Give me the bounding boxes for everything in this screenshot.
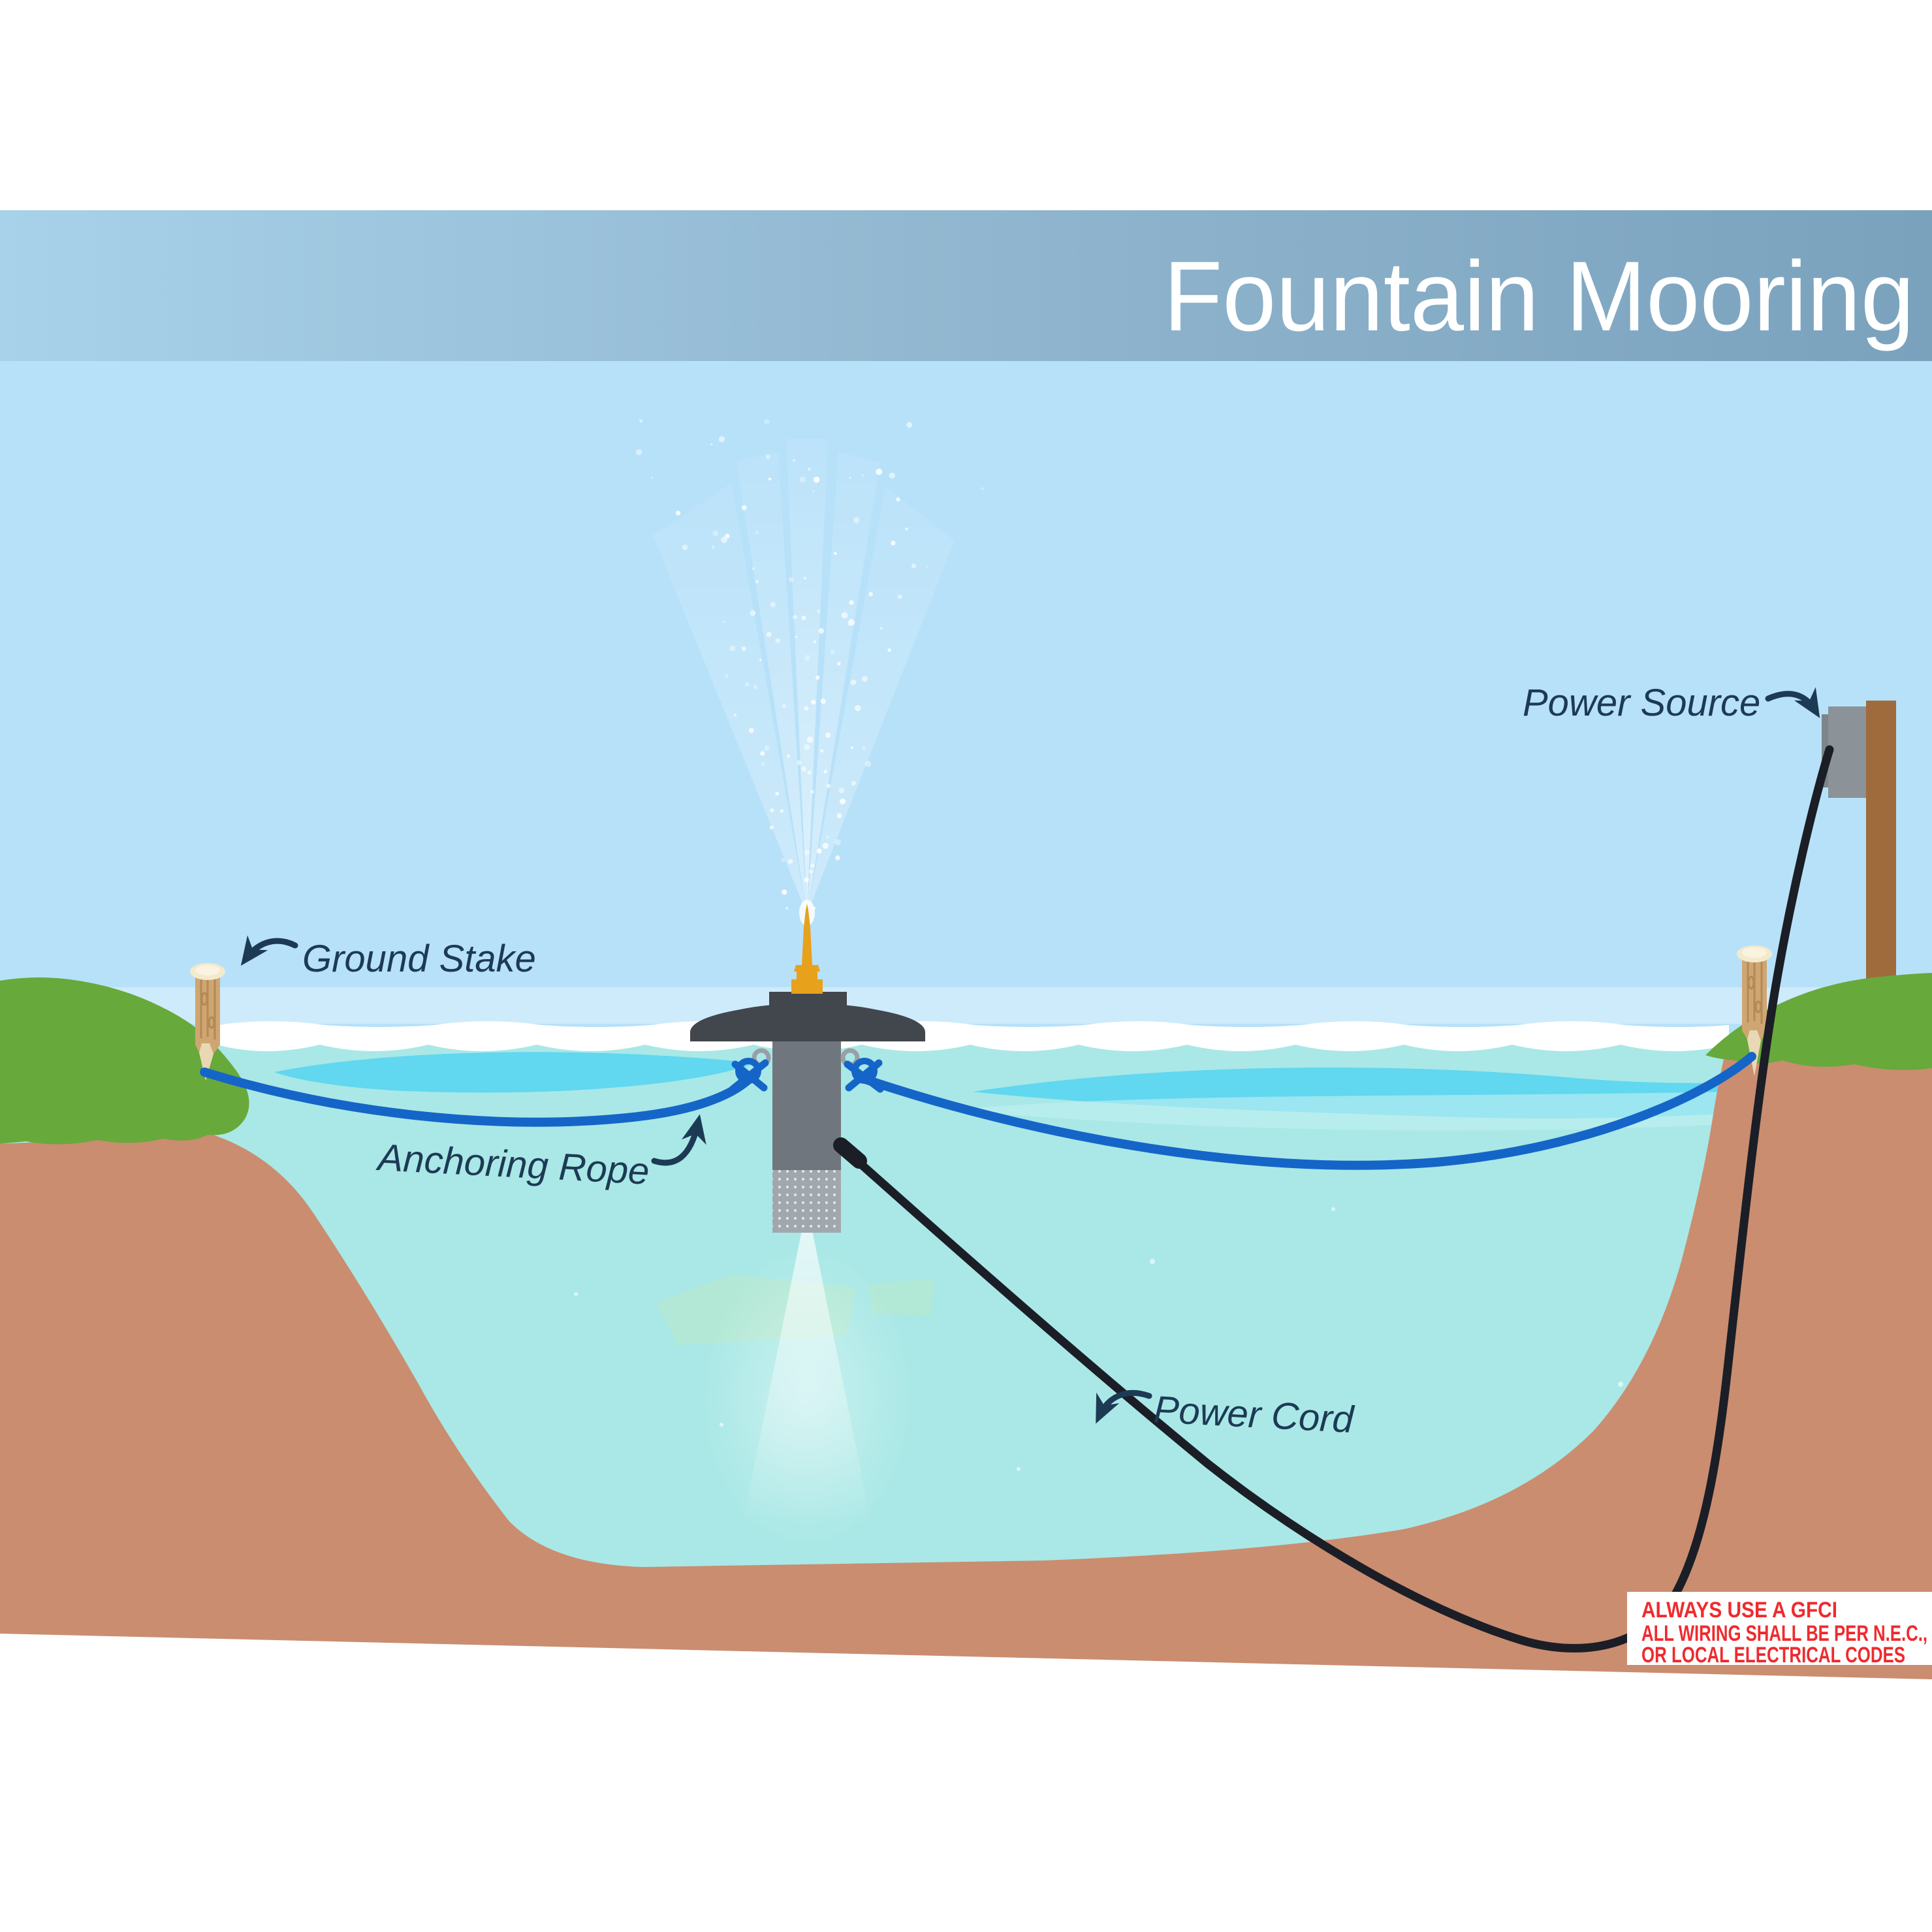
power-cord-plug bbox=[833, 1137, 867, 1169]
sky bbox=[0, 361, 1932, 1053]
anchoring-rope-left bbox=[200, 1068, 755, 1127]
fountain-unit bbox=[689, 904, 926, 1233]
anchoring-rope-arrow-icon bbox=[651, 1114, 706, 1166]
fountain-body bbox=[772, 1033, 841, 1170]
rope-knot-left bbox=[729, 1048, 771, 1093]
fountain-nozzle-base bbox=[791, 965, 823, 994]
page-title: Fountain Mooring bbox=[1164, 241, 1914, 352]
power-source-label: Power Source bbox=[1523, 682, 1760, 724]
water-highlight-left bbox=[274, 1052, 756, 1093]
horizon-haze-band bbox=[0, 987, 1932, 1024]
ground-stake-left bbox=[190, 963, 225, 1081]
ground-stake-right bbox=[1737, 945, 1772, 1076]
ground-stake-label: Ground Stake bbox=[302, 938, 536, 980]
ground-stake-arrow-icon bbox=[240, 935, 298, 966]
grass-bank-left bbox=[0, 977, 249, 1145]
rope-knot-right bbox=[840, 1048, 884, 1093]
power-cord-arrow-icon bbox=[1096, 1390, 1152, 1424]
underwater-beam bbox=[743, 1205, 871, 1521]
warning-line-2: ALL WIRING SHALL BE PER N.E.C., bbox=[1641, 1621, 1927, 1646]
fountain-intake-screen bbox=[772, 1170, 841, 1233]
fountain-spray bbox=[635, 419, 984, 926]
power-source-arrow-icon bbox=[1765, 687, 1820, 718]
power-box bbox=[1828, 706, 1866, 798]
fountain-float-disc bbox=[689, 1004, 926, 1041]
fountain-nozzle-spire bbox=[802, 904, 812, 965]
warning-box: ALWAYS USE A GFCI ALL WIRING SHALL BE PE… bbox=[1627, 1592, 1932, 1668]
warning-line-3: OR LOCAL ELECTRICAL CODES bbox=[1641, 1643, 1905, 1668]
water-surface-wave bbox=[217, 1021, 1729, 1051]
warning-line-1: ALWAYS USE A GFCI bbox=[1641, 1598, 1837, 1623]
title-banner bbox=[0, 210, 1932, 361]
dirt-bank bbox=[0, 1054, 1932, 1679]
anchoring-rope-right bbox=[859, 1052, 1756, 1170]
water-sparkles bbox=[574, 1207, 1623, 1471]
power-cord-label: Power Cord bbox=[1152, 1388, 1355, 1441]
grass-bank-right bbox=[1705, 973, 1932, 1070]
power-post bbox=[1866, 701, 1896, 1027]
